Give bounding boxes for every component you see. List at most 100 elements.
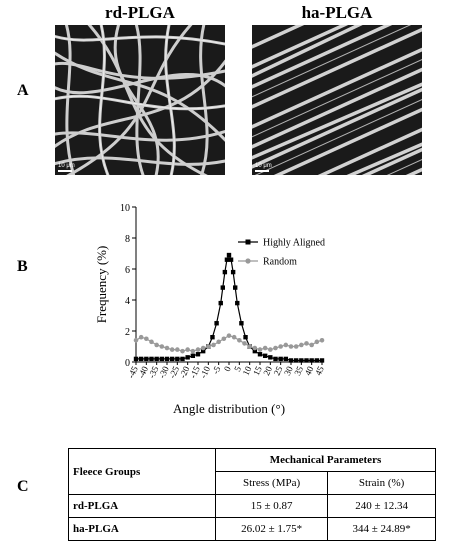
row-group: ha-PLGA (68, 517, 216, 541)
panel-label-a: A (17, 82, 29, 99)
data-point (200, 345, 206, 351)
data-point (224, 257, 230, 262)
y-tick-label: 0 (125, 358, 130, 369)
data-point (159, 344, 165, 349)
row-strain: 240 ± 12.34 (327, 494, 436, 518)
scale-bar-right (255, 170, 269, 172)
data-point (216, 339, 221, 345)
data-point (268, 355, 273, 360)
scale-label-left: 10 μm (58, 163, 75, 169)
data-point (262, 345, 268, 351)
data-point (154, 356, 159, 362)
data-point (293, 358, 299, 363)
data-point (242, 341, 247, 346)
data-point (247, 344, 252, 349)
data-point (231, 334, 237, 340)
data-point (144, 356, 149, 362)
data-point (175, 356, 180, 362)
data-point (195, 352, 201, 357)
row-stress: 26.02 ± 1.75* (214, 517, 329, 541)
data-point (200, 348, 206, 354)
scale-label-right: 10 μm (255, 163, 272, 169)
data-point (304, 341, 309, 346)
data-point (319, 358, 325, 363)
y-tick-label: 2 (125, 327, 130, 338)
data-point (221, 336, 227, 342)
header-mechanical-parameters: Mechanical Parameters (215, 448, 436, 472)
data-point (237, 338, 242, 343)
x-tick-label: 45 (313, 364, 326, 377)
row-group: rd-PLGA (68, 494, 216, 518)
legend-label: Random (263, 257, 297, 268)
header-strain: Strain (%) (327, 471, 436, 495)
data-point (268, 347, 273, 352)
sem-image-random: 10 μm (55, 25, 225, 175)
title-rd-plga: rd-PLGA (105, 3, 175, 22)
table-row: ha-PLGA 26.02 ± 1.75* 344 ± 24.89* (68, 517, 436, 541)
data-point (180, 356, 185, 362)
data-point (169, 356, 175, 362)
header-fleece-groups: Fleece Groups (68, 448, 216, 495)
x-tick-label: 0 (222, 364, 233, 373)
data-point (175, 347, 180, 352)
data-point (293, 344, 299, 349)
data-point (230, 269, 236, 275)
data-point (133, 338, 139, 343)
x-tick-label: -40 (136, 364, 150, 380)
data-point (226, 252, 232, 258)
x-tick-label: -15 (188, 364, 202, 380)
x-axis-label: Angle distribution (°) (173, 401, 285, 416)
data-point (180, 348, 185, 354)
data-point (149, 356, 154, 362)
data-point (154, 342, 159, 348)
data-point (304, 358, 309, 363)
series-line-highly-aligned (136, 253, 322, 362)
x-tick-label: -45 (126, 364, 140, 380)
data-point (243, 335, 248, 340)
header-stress: Stress (MPa) (214, 471, 329, 495)
x-tick-label: -25 (167, 364, 181, 380)
sem-image-aligned: 10 μm (252, 25, 422, 175)
data-point (319, 338, 325, 343)
data-point (309, 358, 314, 363)
data-point (185, 347, 190, 352)
data-point (190, 353, 196, 358)
data-point (278, 356, 283, 362)
data-point (226, 333, 232, 338)
data-point (164, 345, 170, 351)
data-point (299, 358, 304, 363)
x-tick-label: -35 (146, 364, 160, 380)
table-header-row: Fleece Groups Mechanical Parameters (68, 448, 436, 495)
aligned-fibers-graphic (252, 25, 422, 175)
data-point (206, 344, 211, 349)
data-point (133, 356, 139, 362)
data-point (288, 358, 294, 363)
data-point (138, 356, 144, 362)
data-point (149, 339, 154, 345)
data-point (273, 356, 278, 362)
table-row: rd-PLGA 15 ± 0.87 240 ± 12.34 (68, 494, 436, 518)
table-subheader-row: Stress (MPa) Strain (%) (69, 471, 436, 495)
legend-marker (245, 239, 251, 245)
panel-label-c: C (17, 478, 29, 495)
data-point (314, 339, 320, 345)
data-point (235, 300, 240, 306)
data-point (262, 353, 268, 358)
legend-marker (245, 258, 251, 264)
title-ha-plga: ha-PLGA (301, 3, 373, 22)
x-tick-label: -5 (210, 364, 222, 375)
row-stress: 15 ± 0.87 (214, 494, 329, 518)
data-point (314, 358, 320, 363)
data-point (252, 348, 258, 354)
x-tick-label: -10 (198, 364, 212, 380)
scale-bar-left (58, 170, 72, 172)
data-point (218, 300, 223, 306)
y-tick-label: 4 (125, 296, 130, 307)
data-point (195, 347, 201, 352)
data-point (220, 285, 225, 290)
data-point (169, 347, 175, 352)
data-point (214, 321, 219, 326)
x-tick-label: -20 (177, 364, 191, 380)
data-point (144, 336, 149, 342)
